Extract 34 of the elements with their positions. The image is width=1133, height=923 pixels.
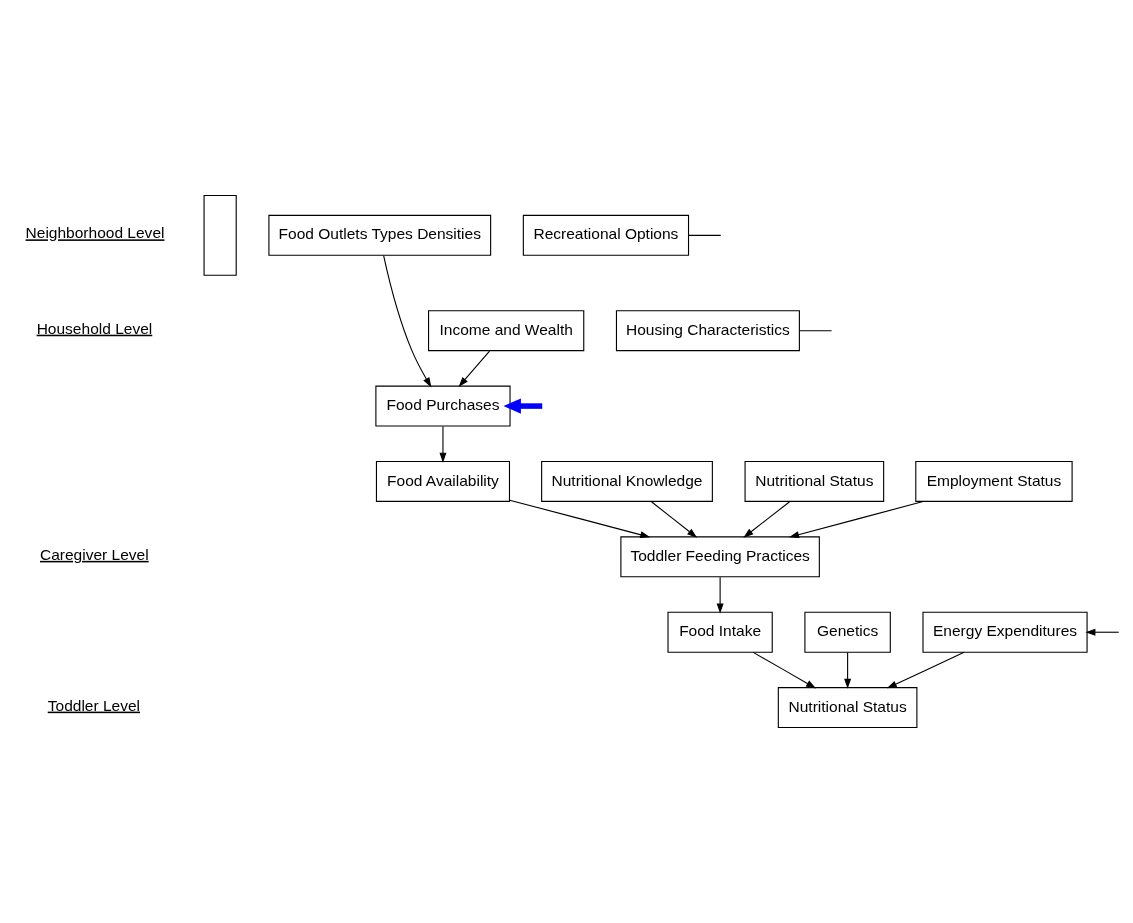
node-box: Nutritional Status xyxy=(777,687,918,729)
arrow xyxy=(650,501,698,538)
arrow xyxy=(886,651,965,689)
connector xyxy=(688,234,722,236)
node-box: Recreational Options xyxy=(522,214,690,256)
node-box: Food Purchases xyxy=(375,385,511,427)
arrow xyxy=(789,500,924,539)
arrow xyxy=(503,398,543,414)
node-box: Toddler Feeding Practices xyxy=(620,536,820,578)
label: Household Level xyxy=(36,319,153,337)
arrow xyxy=(844,652,852,689)
arrow xyxy=(1085,628,1120,636)
node-box xyxy=(203,194,237,276)
arrow xyxy=(743,501,791,538)
node-box: Energy Expenditures xyxy=(922,611,1088,653)
arrow xyxy=(383,254,432,388)
node-box: Nutritional Knowledge xyxy=(541,460,713,502)
arrow xyxy=(509,499,651,539)
node-box: Housing Characteristics xyxy=(615,310,800,352)
arrow xyxy=(439,425,447,463)
node-box: Genetics xyxy=(804,611,891,653)
arrow xyxy=(458,350,491,387)
node-box: Income and Wealth xyxy=(428,310,585,352)
arrow xyxy=(716,576,724,614)
node-box: Food Availability xyxy=(375,460,511,502)
node-box: Nutritional Status xyxy=(744,460,885,502)
label: Toddler Level xyxy=(47,696,141,714)
label: Caregiver Level xyxy=(39,545,149,563)
node-box: Food Intake xyxy=(667,611,773,653)
node-box: Food Outlets Types Densities xyxy=(268,214,492,256)
arrow xyxy=(752,651,817,689)
label: Neighborhood Level xyxy=(25,224,165,242)
node-box: Employment Status xyxy=(915,460,1073,502)
connector xyxy=(799,330,833,332)
